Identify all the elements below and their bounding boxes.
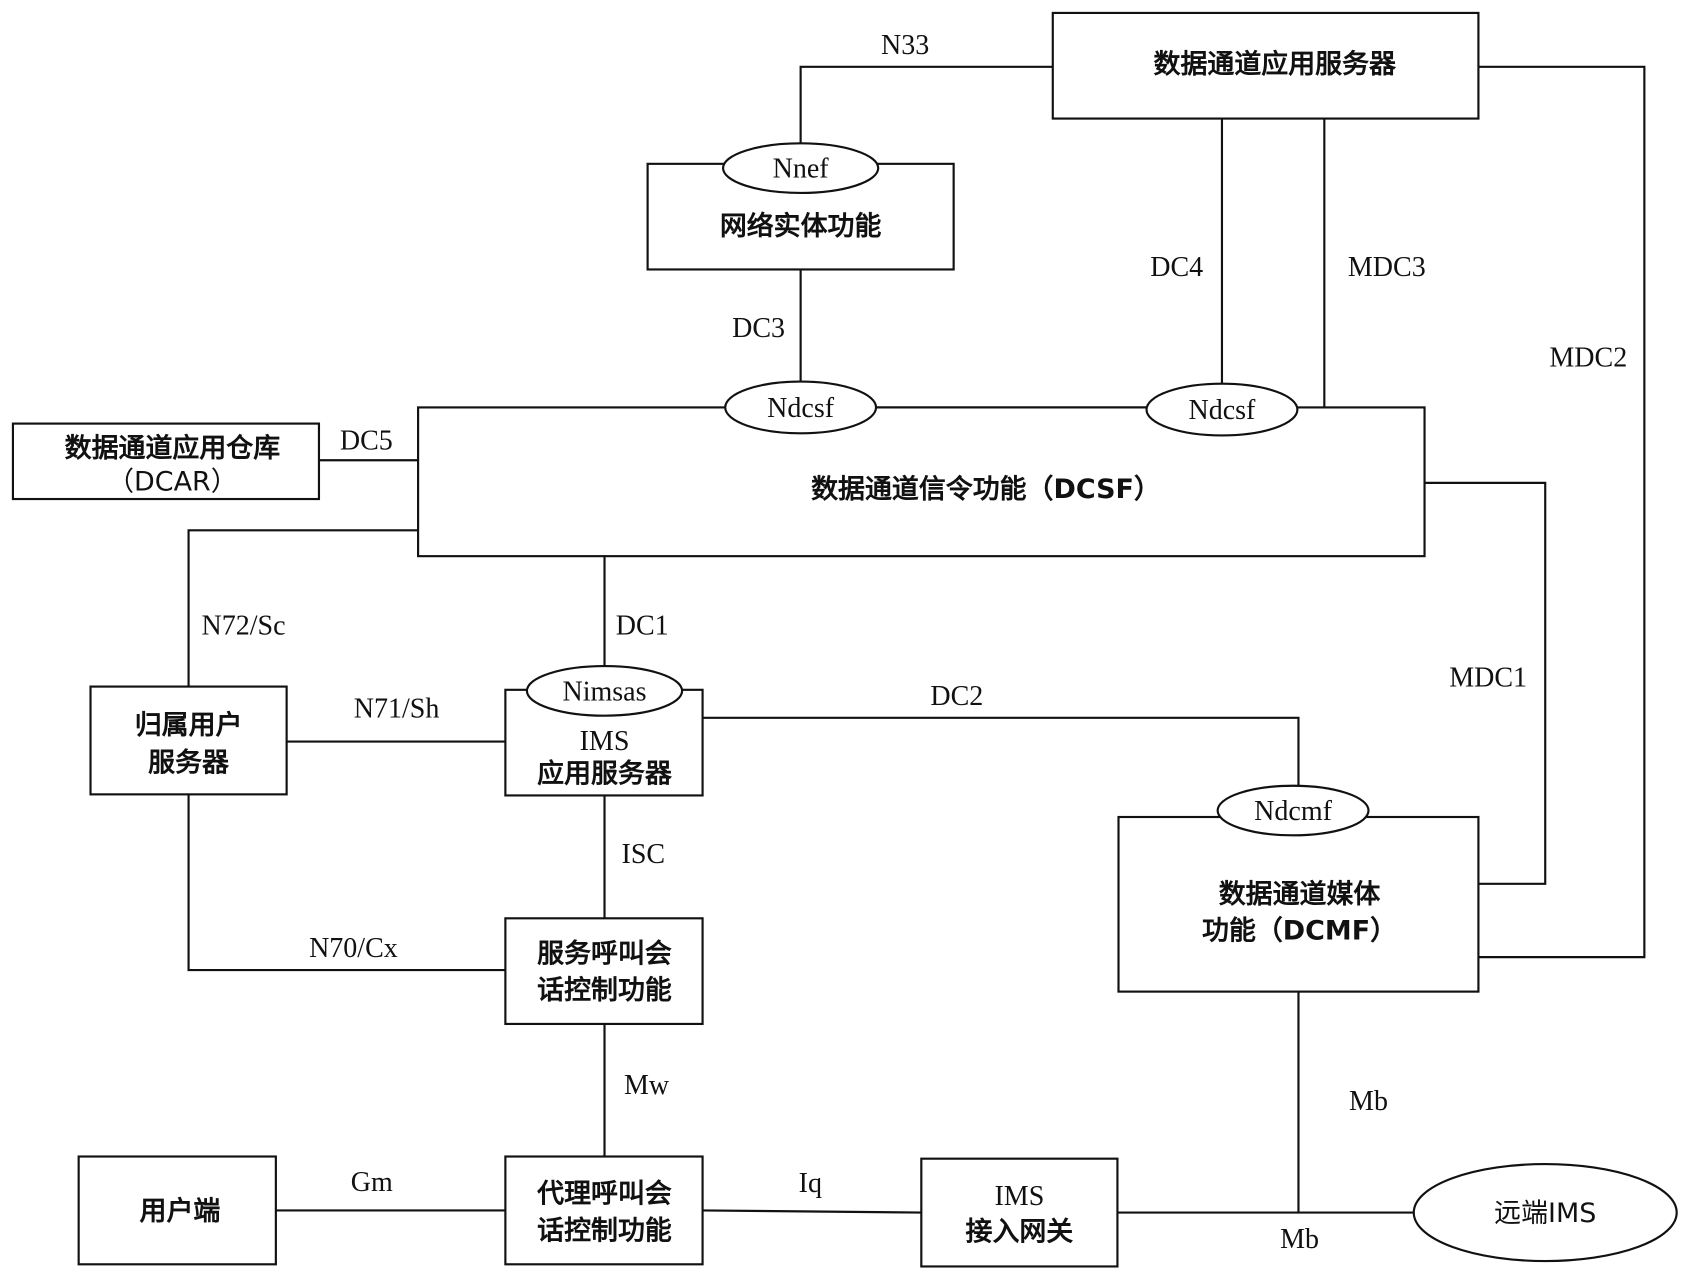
ndcsf-right-label: Ndcsf xyxy=(1189,395,1257,426)
iface-label-n33: N33 xyxy=(881,30,929,61)
link-n33 xyxy=(799,65,1053,145)
node-ims-agw-line1: IMS xyxy=(994,1181,1044,1212)
iface-label-mdc1: MDC1 xyxy=(1449,662,1527,693)
node-dc-app-server[interactable]: 数据通道应用服务器 xyxy=(1051,11,1480,120)
iface-label-dc2: DC2 xyxy=(930,681,983,712)
ndcmf-label: Ndcmf xyxy=(1254,796,1332,827)
iface-label-mdc3: MDC3 xyxy=(1348,252,1426,283)
iface-label-n72-sc: N72/Sc xyxy=(202,611,286,642)
iface-label-dc3: DC3 xyxy=(732,313,785,344)
node-remote-ims[interactable]: 远端IMS xyxy=(1412,1162,1678,1263)
node-pcscf-line2: 话控制功能 xyxy=(537,1214,672,1246)
node-hss[interactable]: 归属用户 服务器 xyxy=(89,685,288,796)
node-dcsf[interactable]: Ndcsf Ndcsf 数据通道信令功能（DCSF） xyxy=(417,380,1426,558)
node-pcscf[interactable]: 代理呼叫会 话控制功能 xyxy=(504,1155,704,1266)
iface-label-dc1: DC1 xyxy=(616,611,669,642)
iface-label-mw: Mw xyxy=(624,1070,670,1101)
node-nef[interactable]: Nnef 网络实体功能 xyxy=(646,142,955,271)
nimsas-interface-oval xyxy=(525,665,684,717)
iface-label-mb-horizontal: Mb xyxy=(1280,1224,1319,1255)
nnef-label: Nnef xyxy=(773,154,830,185)
node-dcar[interactable]: 数据通道应用仓库 （DCAR） xyxy=(11,422,321,501)
link-n70-cx xyxy=(187,794,506,972)
node-ims-agw[interactable]: IMS 接入网关 xyxy=(920,1157,1119,1268)
node-dcmf[interactable]: Ndcmf 数据通道媒体 功能（DCMF） xyxy=(1117,784,1480,993)
node-dcar-line2: （DCAR） xyxy=(107,466,238,497)
iface-label-dc5: DC5 xyxy=(340,425,393,456)
ndcsf-left-interface-oval xyxy=(724,380,878,435)
node-ims-as[interactable]: Nimsas IMS 应用服务器 xyxy=(504,665,704,797)
iface-label-mb-vertical: Mb xyxy=(1349,1086,1388,1117)
ndcsf-right-interface-oval xyxy=(1145,382,1299,437)
link-dc2 xyxy=(702,716,1300,792)
link-mdc1 xyxy=(1424,481,1547,885)
link-n72-sc xyxy=(187,529,419,687)
iface-label-iq: Iq xyxy=(799,1168,822,1199)
ndcmf-interface-oval xyxy=(1216,784,1370,837)
node-remote-ims-label: 远端IMS xyxy=(1494,1198,1596,1229)
iface-label-gm: Gm xyxy=(351,1167,393,1198)
node-hss-line2: 服务器 xyxy=(148,748,230,779)
node-hss-line1: 归属用户 xyxy=(135,709,243,741)
node-scscf-line2: 话控制功能 xyxy=(537,974,672,1006)
node-ue[interactable]: 用户端 xyxy=(77,1155,277,1266)
link-mdc2 xyxy=(1478,65,1646,959)
node-dcmf-line2: 功能（DCMF） xyxy=(1202,915,1397,947)
nnef-interface-oval xyxy=(721,142,880,195)
iface-label-n71-sh: N71/Sh xyxy=(354,694,440,725)
link-iq xyxy=(702,1209,922,1214)
node-dcar-line1: 数据通道应用仓库 xyxy=(65,432,281,464)
node-nef-label: 网络实体功能 xyxy=(720,210,882,242)
node-ue-label: 用户端 xyxy=(140,1195,221,1227)
ndcsf-left-label: Ndcsf xyxy=(767,393,835,424)
node-dcsf-label: 数据通道信令功能（DCSF） xyxy=(811,473,1161,505)
node-scscf[interactable]: 服务呼叫会 话控制功能 xyxy=(504,917,704,1026)
iface-label-isc: ISC xyxy=(622,839,666,870)
node-dc-app-server-label: 数据通道应用服务器 xyxy=(1154,48,1397,80)
iface-label-mdc2: MDC2 xyxy=(1549,342,1627,373)
nimsas-label: Nimsas xyxy=(562,676,646,707)
node-scscf-line1: 服务呼叫会 xyxy=(537,938,672,969)
node-ims-agw-line2: 接入网关 xyxy=(966,1216,1074,1247)
node-dcmf-line1: 数据通道媒体 xyxy=(1219,878,1381,910)
node-ims-as-line2: 应用服务器 xyxy=(537,757,673,789)
iface-label-dc4: DC4 xyxy=(1150,252,1203,283)
iface-label-n70-cx: N70/Cx xyxy=(309,933,398,964)
node-ims-as-line1: IMS xyxy=(580,726,630,757)
node-pcscf-line1: 代理呼叫会 xyxy=(536,1179,672,1210)
